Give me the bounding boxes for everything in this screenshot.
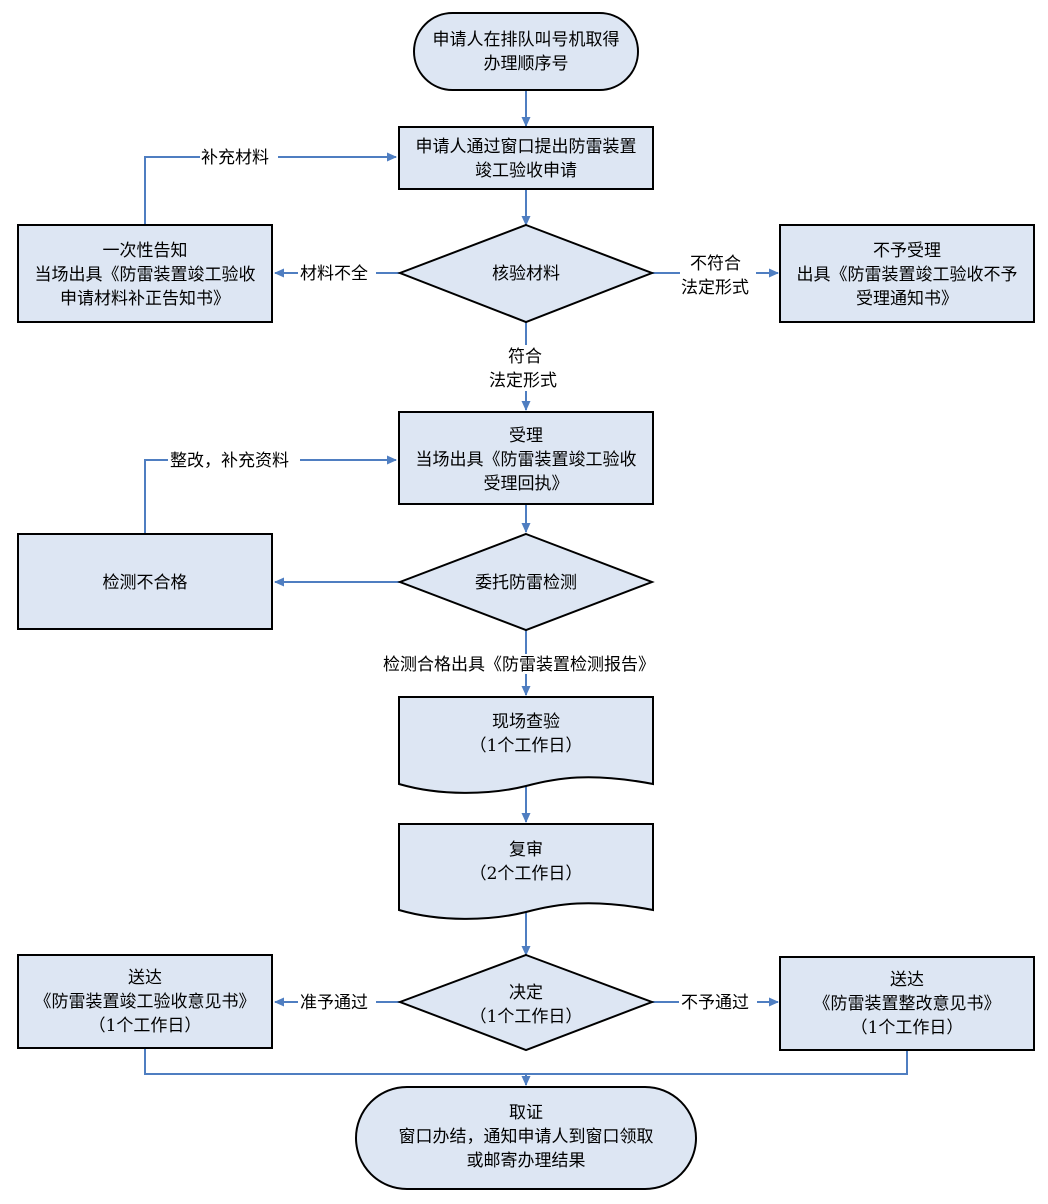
- node-check-line1: 核验材料: [492, 264, 560, 284]
- node-notify-once-line3: 申请材料补正告知书》: [60, 289, 230, 309]
- node-review-line2: （2个工作日）: [470, 864, 583, 884]
- label-conform-2: 法定形式: [489, 371, 557, 391]
- label-approve: 准予通过: [300, 993, 368, 1013]
- node-inspect-line2: （1个工作日）: [470, 736, 583, 756]
- node-deliver-fix-line2: 《防雷装置整改意见书》: [814, 994, 1001, 1014]
- node-accept-line2: 当场出具《防雷装置竣工验收: [416, 450, 637, 470]
- label-conform-1: 符合: [508, 347, 542, 367]
- node-decide: 决定 （1个工作日）: [397, 953, 655, 1052]
- edge-fail-accept: [144, 455, 397, 533]
- node-apply: 申请人通过窗口提出防雷装置 竣工验收申请: [398, 126, 654, 190]
- label-nonconform-2: 法定形式: [681, 278, 749, 298]
- node-reject: 不予受理 出具《防雷装置竣工验收不予 受理通知书》: [779, 224, 1035, 323]
- node-deliver-pass-line2: 《防雷装置竣工验收意见书》: [35, 992, 256, 1012]
- node-reject-line1: 不予受理: [873, 241, 941, 261]
- node-accept-line1: 受理: [509, 426, 543, 446]
- node-start-line1: 申请人在排队叫号机取得: [433, 30, 620, 50]
- node-pickup: 取证 窗口办结，通知申请人到窗口领取 或邮寄办理结果: [355, 1086, 697, 1190]
- node-apply-line2: 竣工验收申请: [475, 161, 577, 181]
- node-accept: 受理 当场出具《防雷装置竣工验收 受理回执》: [398, 411, 654, 505]
- edge-notify-apply: [144, 152, 397, 225]
- label-test-pass: 检测合格出具《防雷装置检测报告》: [383, 655, 655, 675]
- node-review: 复审 （2个工作日）: [398, 823, 654, 920]
- node-check: 核验材料: [397, 223, 655, 324]
- node-start: 申请人在排队叫号机取得 办理顺序号: [413, 12, 639, 91]
- edge-labels: 补充材料 材料不全 不符合 法定形式 符合 法定形式 整改，补充资料 检测合格出…: [168, 147, 757, 1013]
- node-deliver-pass-line3: （1个工作日）: [89, 1016, 202, 1036]
- label-supplement: 补充材料: [201, 148, 269, 168]
- node-inspect-line1: 现场查验: [492, 712, 560, 732]
- node-test-fail-line1: 检测不合格: [103, 573, 188, 593]
- edge-pass-merge: [144, 1048, 908, 1075]
- node-reject-line3: 受理通知书》: [856, 289, 958, 309]
- node-deliver-fix-line3: （1个工作日）: [851, 1018, 964, 1038]
- node-decide-line1: 决定: [509, 983, 543, 1003]
- node-deliver-pass: 送达 《防雷装置竣工验收意见书》 （1个工作日）: [17, 954, 273, 1049]
- label-incomplete: 材料不全: [300, 264, 368, 284]
- node-decide-line2: （1个工作日）: [470, 1007, 583, 1027]
- node-accept-line3: 受理回执》: [484, 474, 569, 494]
- node-reject-line2: 出具《防雷装置竣工验收不予: [797, 265, 1018, 285]
- label-nonconform-1: 不符合: [690, 254, 741, 274]
- node-pickup-line3: 或邮寄办理结果: [467, 1151, 586, 1171]
- node-entrust: 委托防雷检测: [397, 532, 655, 632]
- node-notify-once-line1: 一次性告知: [103, 241, 188, 261]
- node-entrust-line1: 委托防雷检测: [475, 573, 577, 593]
- node-deliver-fix-line1: 送达: [890, 970, 924, 990]
- node-apply-line1: 申请人通过窗口提出防雷装置: [416, 137, 637, 157]
- node-inspect: 现场查验 （1个工作日）: [398, 696, 654, 794]
- node-pickup-line1: 取证: [509, 1103, 543, 1123]
- label-rectify: 整改，补充资料: [170, 451, 289, 471]
- node-review-line1: 复审: [509, 840, 543, 860]
- node-notify-once: 一次性告知 当场出具《防雷装置竣工验收 申请材料补正告知书》: [17, 224, 273, 323]
- label-deny: 不予通过: [681, 993, 749, 1013]
- node-deliver-pass-line1: 送达: [128, 968, 162, 988]
- node-deliver-fix: 送达 《防雷装置整改意见书》 （1个工作日）: [779, 956, 1035, 1051]
- node-notify-once-line2: 当场出具《防雷装置竣工验收: [35, 265, 256, 285]
- node-start-line2: 办理顺序号: [484, 54, 569, 74]
- node-pickup-line2: 窗口办结，通知申请人到窗口领取: [399, 1127, 654, 1147]
- node-test-fail: 检测不合格: [17, 533, 273, 630]
